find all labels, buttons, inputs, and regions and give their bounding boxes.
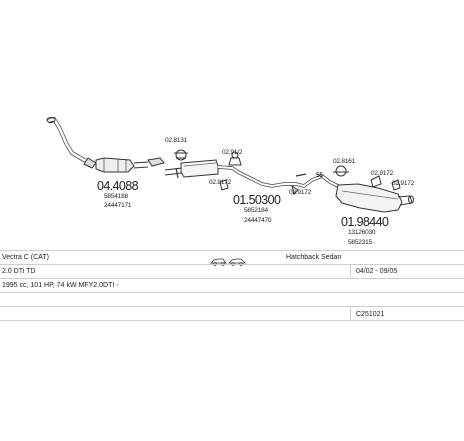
clamp-fitting-5 <box>333 165 349 177</box>
rear-box-ref2: 5852315 <box>348 239 372 246</box>
front-pipe-part <box>46 116 165 173</box>
fitting-3-label: 02.9172 <box>209 179 232 186</box>
clamp-fitting-1 <box>174 149 188 161</box>
front-pipe-code: 04.4088 <box>97 179 139 193</box>
engine-cell: 2.0 DTi TD <box>2 268 36 275</box>
fitting-1-label: 02.8131 <box>165 137 188 144</box>
fitting-6-label: 02.9172 <box>371 170 394 177</box>
car-icon <box>210 253 246 271</box>
table-row: Vectra C (CAT) Hatchback Sedan <box>0 250 464 266</box>
front-pipe-ref1: 5854188 <box>104 193 128 200</box>
fitting-55-mark <box>295 173 307 177</box>
fitting-4-label: 02.9172 <box>289 189 312 196</box>
centre-box-part <box>164 159 323 188</box>
centre-box-ref1: 5852184 <box>244 207 268 214</box>
fitting-5-label: 02.8161 <box>333 158 356 165</box>
exhaust-diagram: 02.8131 02.91/2 02.9172 02.9172 02.8161 … <box>46 116 415 246</box>
model-cell: Vectra C (CAT) <box>2 254 49 261</box>
centre-box-code: 01.50300 <box>233 193 281 207</box>
bracket-fitting-2 <box>228 151 242 166</box>
table-row: C251021 <box>0 306 464 321</box>
centre-box-ref2: 24447470 <box>244 217 272 224</box>
spec-cell: 1995 cc, 101 HP, 74 kW MFY2.0DTI - <box>2 282 119 289</box>
exhaust-drawing <box>46 116 414 213</box>
body-type-cell: Hatchback Sedan <box>286 254 342 261</box>
table-bottom-border <box>0 320 464 322</box>
column-divider <box>350 264 351 278</box>
bracket-fitting-4 <box>291 184 299 195</box>
table-row: 1995 cc, 101 HP, 74 kW MFY2.0DTI - <box>0 278 464 293</box>
table-row: 2.0 DTi TD 04/02 - 09/05 <box>0 264 464 279</box>
bracket-fitting-7 <box>391 179 401 191</box>
ref-code-cell: C251021 <box>356 311 385 318</box>
dates-cell: 04/02 - 09/05 <box>356 268 398 275</box>
rear-box-ref1: 13126030 <box>348 229 376 236</box>
fitting-8-label: 55 <box>316 172 323 179</box>
front-pipe-ref2: 24447171 <box>104 202 132 209</box>
bracket-fitting-6 <box>370 175 382 188</box>
column-divider <box>350 306 351 320</box>
bracket-fitting-3 <box>219 179 229 191</box>
fitting-2-label: 02.91/2 <box>222 149 243 156</box>
fitting-7-label: 02.9172 <box>392 180 415 187</box>
rear-box-part <box>320 174 414 213</box>
rear-box-code: 01.98440 <box>341 215 389 229</box>
table-row <box>0 292 464 307</box>
